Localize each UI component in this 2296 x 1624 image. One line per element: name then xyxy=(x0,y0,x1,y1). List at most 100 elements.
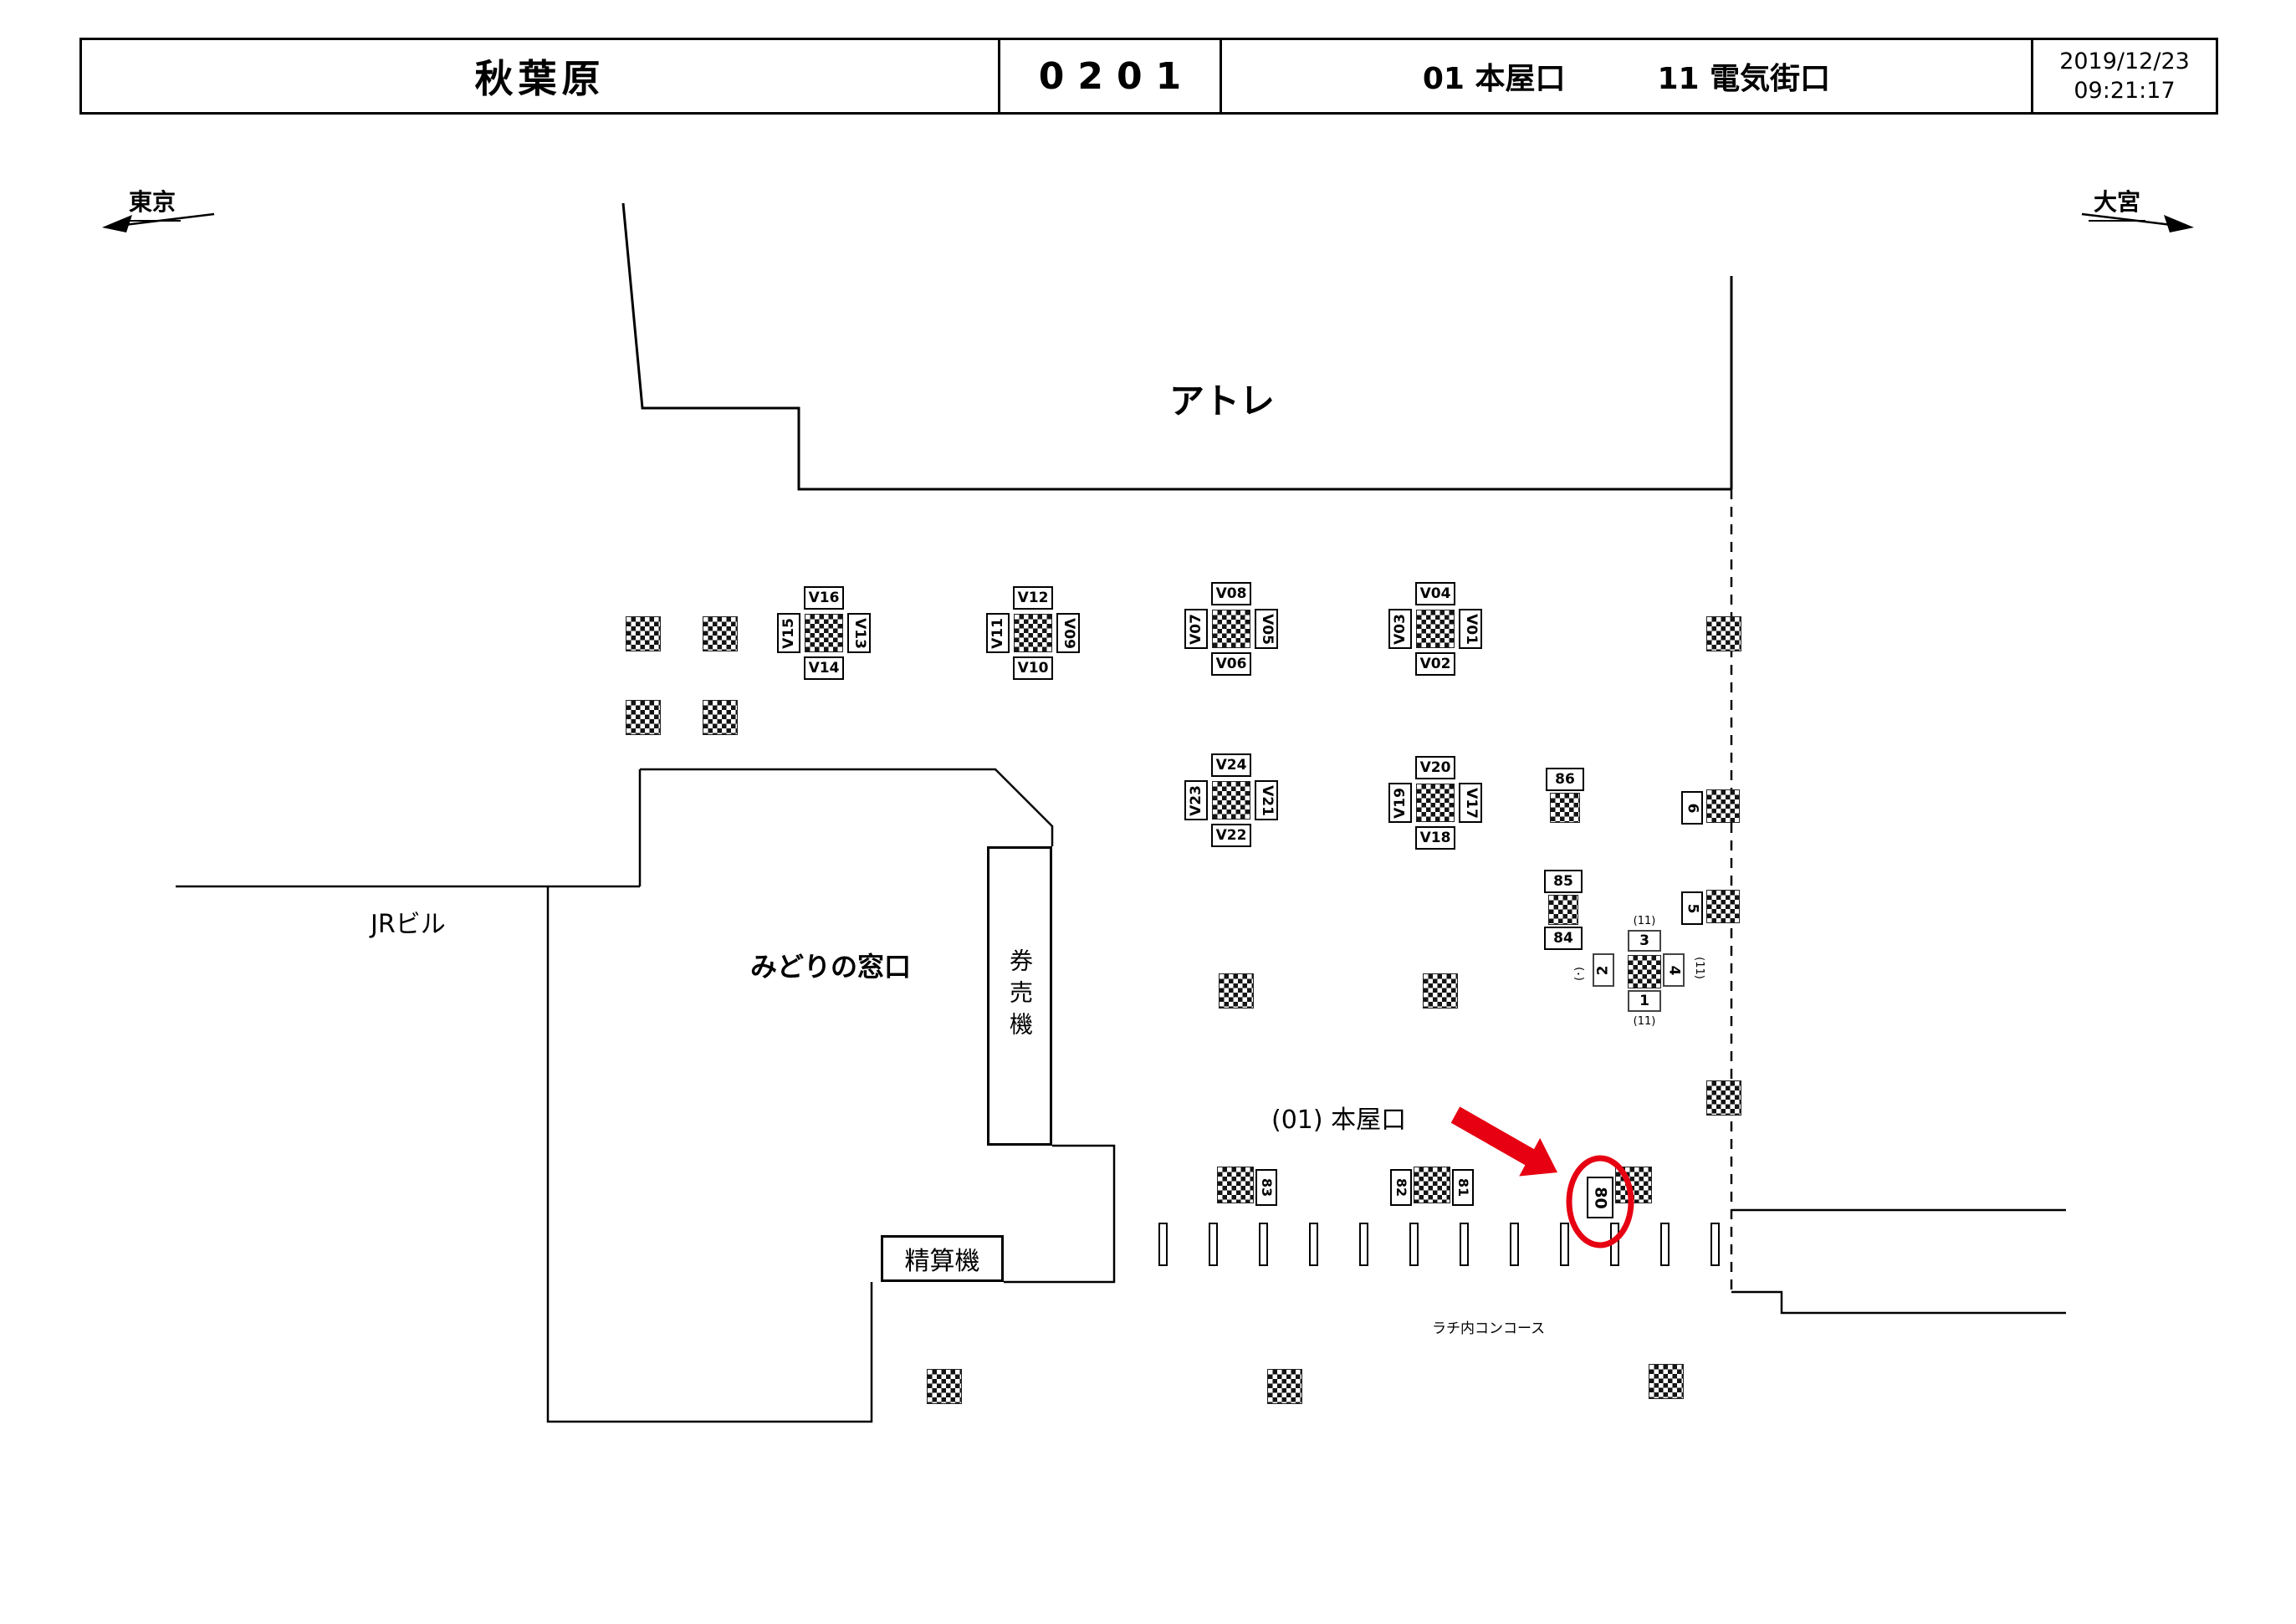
gate-81-label: 81 xyxy=(1452,1169,1474,1206)
header-bar: 秋葉原 0201 01 本屋口 11 電気街口 2019/12/23 09:21… xyxy=(79,38,2218,115)
vending-machine-label: V24 xyxy=(1211,753,1251,777)
vending-machine-label: V01 xyxy=(1459,609,1482,649)
unit-6-label: 6 xyxy=(1681,791,1703,825)
gate-82-text: 82 xyxy=(1393,1177,1410,1198)
fare-adjustment-machine: 精算機 xyxy=(881,1235,1004,1282)
unit-3-label: 3 xyxy=(1628,930,1661,952)
vending-machine-label: V06 xyxy=(1211,652,1251,676)
vending-machine-label: V03 xyxy=(1388,609,1412,649)
gate-83-label: 83 xyxy=(1255,1169,1277,1206)
date-text: 2019/12/23 xyxy=(2059,48,2190,74)
vending-cluster: V12 V11 V09 V10 xyxy=(986,586,1080,680)
atre-label: アトレ xyxy=(1169,380,1276,421)
vending-machine-label-text: V19 xyxy=(1391,787,1409,819)
unit-84-label: 84 xyxy=(1544,927,1583,950)
station-code: 0201 xyxy=(998,40,1222,112)
vending-machine-label: V13 xyxy=(847,613,871,653)
unit-note-bottom: (11) xyxy=(1633,1015,1656,1028)
equipment-block xyxy=(1628,955,1661,988)
vending-cluster: V16 V15 V13 V14 xyxy=(777,586,871,680)
vending-machine-label-text: V03 xyxy=(1391,613,1409,645)
gate-82-label: 82 xyxy=(1390,1169,1412,1206)
equipment-block xyxy=(1706,789,1740,823)
vending-cluster: V24 V23 V21 V22 xyxy=(1184,753,1278,847)
equipment-block xyxy=(1423,973,1458,1009)
vending-machine-label-text: V11 xyxy=(989,617,1006,649)
gate-tick xyxy=(1610,1223,1619,1266)
vending-machine-label: V15 xyxy=(777,613,800,653)
unit-4-label: 4 xyxy=(1663,953,1685,987)
vending-machine-label-text: V09 xyxy=(1060,617,1077,649)
vending-machine-label: V10 xyxy=(1013,656,1053,680)
equipment-block xyxy=(1212,781,1250,820)
jr-building-label: JRビル xyxy=(371,910,446,939)
unit-6-text: 6 xyxy=(1684,803,1701,813)
station-name: 秋葉原 xyxy=(474,56,606,101)
exit-1-label: 01 本屋口 xyxy=(1422,62,1566,96)
equipment-block xyxy=(1219,973,1254,1009)
vending-machine-label: V04 xyxy=(1415,582,1455,605)
gate-80-label-highlighted: 80 xyxy=(1587,1177,1613,1218)
vending-machine-label: V02 xyxy=(1415,652,1455,676)
vending-machine-label-text: V05 xyxy=(1258,613,1276,645)
vending-machine-label-text: V17 xyxy=(1462,787,1480,819)
unit-86-label: 86 xyxy=(1546,768,1584,791)
equipment-block xyxy=(1706,1080,1741,1116)
vending-machine-label-text: V15 xyxy=(780,617,797,649)
equipment-block xyxy=(626,700,661,735)
gate-83-text: 83 xyxy=(1259,1177,1276,1198)
equipment-block xyxy=(626,616,661,651)
vending-machine-label: V17 xyxy=(1459,783,1482,823)
vending-machine-label-text: V13 xyxy=(851,617,868,649)
unit-note-top: (11) xyxy=(1633,915,1656,927)
gate-tick xyxy=(1710,1223,1720,1266)
vending-machine-label: V08 xyxy=(1211,582,1251,605)
gate-tick xyxy=(1209,1223,1218,1266)
gate-tick xyxy=(1510,1223,1519,1266)
gate-tick xyxy=(1309,1223,1318,1266)
gate-80-text: 80 xyxy=(1591,1186,1610,1209)
gate-tick xyxy=(1158,1223,1168,1266)
concourse-label: ラチ内コンコース xyxy=(1432,1320,1546,1337)
time-text: 09:21:17 xyxy=(2074,78,2176,104)
vending-machine-label: V20 xyxy=(1415,756,1455,779)
vending-machine-label: V18 xyxy=(1415,826,1455,850)
ticket-vending-machine-room: 券売機 xyxy=(987,846,1052,1146)
vending-cluster: V20 V19 V17 V18 xyxy=(1388,756,1482,850)
equipment-block xyxy=(805,614,843,652)
vending-machine-label-text: V21 xyxy=(1258,784,1276,816)
equipment-block xyxy=(1706,890,1740,923)
exit-2-label: 11 電気街口 xyxy=(1657,62,1831,96)
unit-4-text: 4 xyxy=(1665,965,1683,975)
equipment-block xyxy=(703,700,738,735)
datetime-cell: 2019/12/23 09:21:17 xyxy=(2031,40,2216,112)
unit-85-label: 85 xyxy=(1544,870,1583,893)
vending-machine-label: V16 xyxy=(804,586,844,610)
equipment-block xyxy=(703,616,738,651)
equipment-block xyxy=(1706,616,1741,651)
gate-tick xyxy=(1460,1223,1469,1266)
highlight-arrow-icon xyxy=(1450,1106,1557,1177)
direction-omiya: 大宮 xyxy=(2089,184,2146,222)
equipment-block xyxy=(1414,1167,1450,1203)
vending-machine-label: V09 xyxy=(1056,613,1080,653)
equipment-block xyxy=(927,1369,962,1404)
vending-machine-label-text: V07 xyxy=(1187,613,1204,645)
vending-machine-label: V23 xyxy=(1184,780,1208,820)
equipment-block xyxy=(1548,895,1578,925)
equipment-block xyxy=(1649,1364,1684,1399)
unit-1-label: 1 xyxy=(1628,990,1661,1012)
midori-no-madoguchi-label: みどりの窓口 xyxy=(750,951,912,983)
vending-machine-label: V11 xyxy=(986,613,1010,653)
vending-machine-label: V12 xyxy=(1013,586,1053,610)
vending-machine-label-text: V23 xyxy=(1187,784,1204,816)
unit-5-label: 5 xyxy=(1681,891,1703,925)
vending-cluster: V08 V07 V05 V06 xyxy=(1184,582,1278,676)
gate-tick xyxy=(1359,1223,1368,1266)
equipment-block xyxy=(1550,793,1580,823)
direction-tokyo: 東京 xyxy=(124,184,182,222)
unit-note-left: (･) xyxy=(1572,967,1586,981)
vending-cluster: V04 V03 V01 V02 xyxy=(1388,582,1482,676)
vending-machine-label: V21 xyxy=(1255,780,1278,820)
